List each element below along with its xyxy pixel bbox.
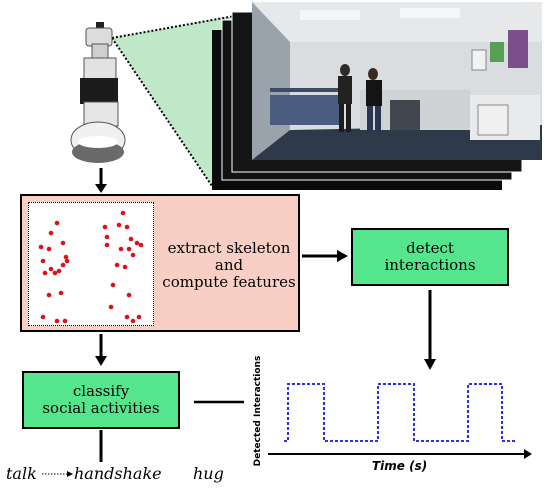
skeleton-panel <box>28 202 154 326</box>
activity-handshake: handshake <box>74 464 162 483</box>
classify-activities-box: classify social activities <box>22 371 180 429</box>
camera-frame-photo <box>252 2 542 160</box>
extract-label-line3: compute features <box>162 273 296 291</box>
plot-ylabel: Detected Interactions <box>253 355 263 467</box>
plot-xlabel: Time (s) <box>372 459 428 473</box>
plot-ylabel-wrap: Detected Interactions <box>246 356 264 472</box>
extract-features-box: extract skeleton and compute features <box>20 194 300 332</box>
detect-label-line1: detect <box>406 239 454 257</box>
extract-label-line1: extract skeleton <box>167 239 291 257</box>
classify-label-line2: social activities <box>42 399 160 417</box>
detect-label-line2: interactions <box>384 256 476 274</box>
activity-hug: hug <box>193 464 224 483</box>
interaction-signal <box>284 383 516 442</box>
extract-label-line2: and <box>214 256 244 274</box>
classify-label-line1: classify <box>72 382 130 400</box>
skeleton-points <box>38 210 144 324</box>
activity-talk: talk <box>6 464 37 483</box>
detect-interactions-box: detect interactions <box>351 228 509 286</box>
robot-icon <box>70 22 126 163</box>
robot-camera-scene <box>70 2 542 193</box>
extract-features-label: extract skeleton and compute features <box>162 240 296 291</box>
